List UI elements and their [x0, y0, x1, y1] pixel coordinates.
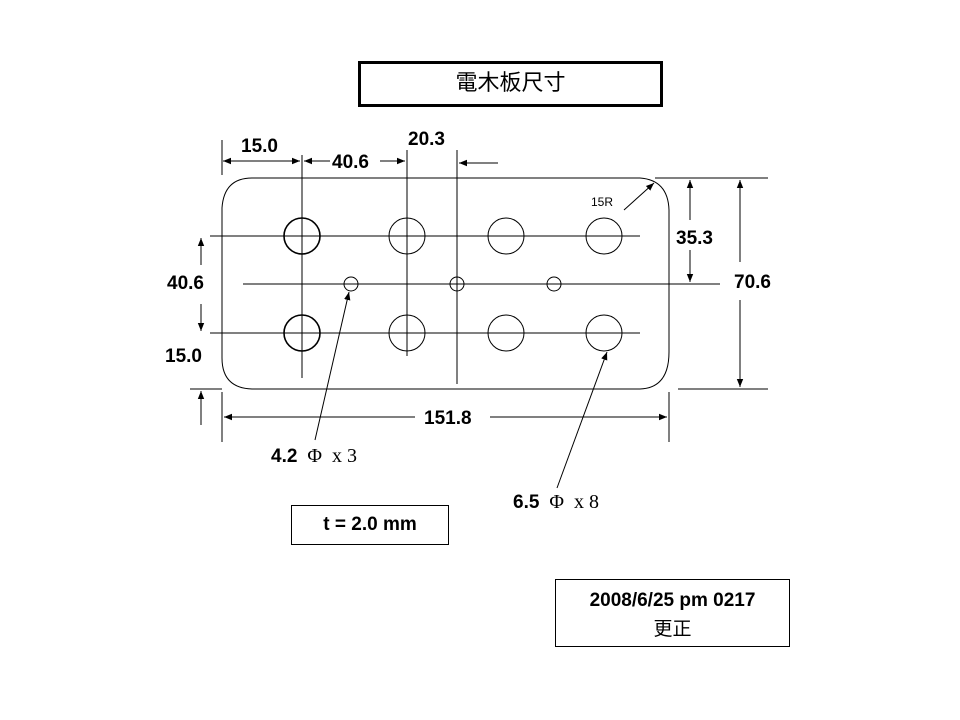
- center-lines: [210, 150, 720, 384]
- small-hole-callout: 4.2 Φ x 3: [271, 445, 357, 467]
- drawing-title: 電木板尺寸: [358, 61, 663, 107]
- thickness-note: t = 2.0 mm: [291, 505, 449, 545]
- right-dimensions: [655, 177, 768, 390]
- small-hole-leader: [314, 291, 351, 441]
- small-holes: [343, 276, 562, 292]
- large-hole-leader: [556, 351, 608, 489]
- large-hole: [283, 314, 321, 352]
- left-dimensions: [190, 238, 222, 425]
- large-hole: [487, 314, 525, 352]
- large-hole: [283, 217, 321, 255]
- large-hole: [388, 217, 426, 255]
- radius-leader: [623, 182, 655, 211]
- dim-length: 151.8: [424, 408, 472, 429]
- board-outline: [221, 177, 670, 390]
- large-holes: [283, 217, 623, 352]
- dim-corner-radius: 15R: [591, 195, 613, 209]
- revision-date: 2008/6/25 pm 0217: [589, 590, 756, 611]
- large-hole: [585, 217, 623, 255]
- small-hole: [546, 276, 562, 292]
- large-hole-callout: 6.5 Φ x 8: [513, 491, 599, 513]
- dim-hole-pitch: 40.6: [332, 152, 369, 173]
- dim-row-pitch: 40.6: [167, 273, 204, 294]
- large-hole: [585, 314, 623, 352]
- dim-small-hole-offset: 20.3: [408, 129, 445, 150]
- dim-bottom-margin: 15.0: [165, 346, 202, 367]
- dim-half-height: 35.3: [676, 228, 713, 249]
- small-hole: [343, 276, 359, 292]
- bottom-dimension: [221, 392, 670, 442]
- revision-box: 2008/6/25 pm 0217 更正: [555, 579, 790, 647]
- large-hole: [487, 217, 525, 255]
- large-hole: [388, 314, 426, 352]
- top-dimensions: [221, 140, 498, 175]
- dim-height: 70.6: [734, 272, 771, 293]
- revision-note: 更正: [653, 618, 692, 640]
- small-hole: [449, 276, 465, 292]
- dim-left-margin: 15.0: [241, 136, 278, 157]
